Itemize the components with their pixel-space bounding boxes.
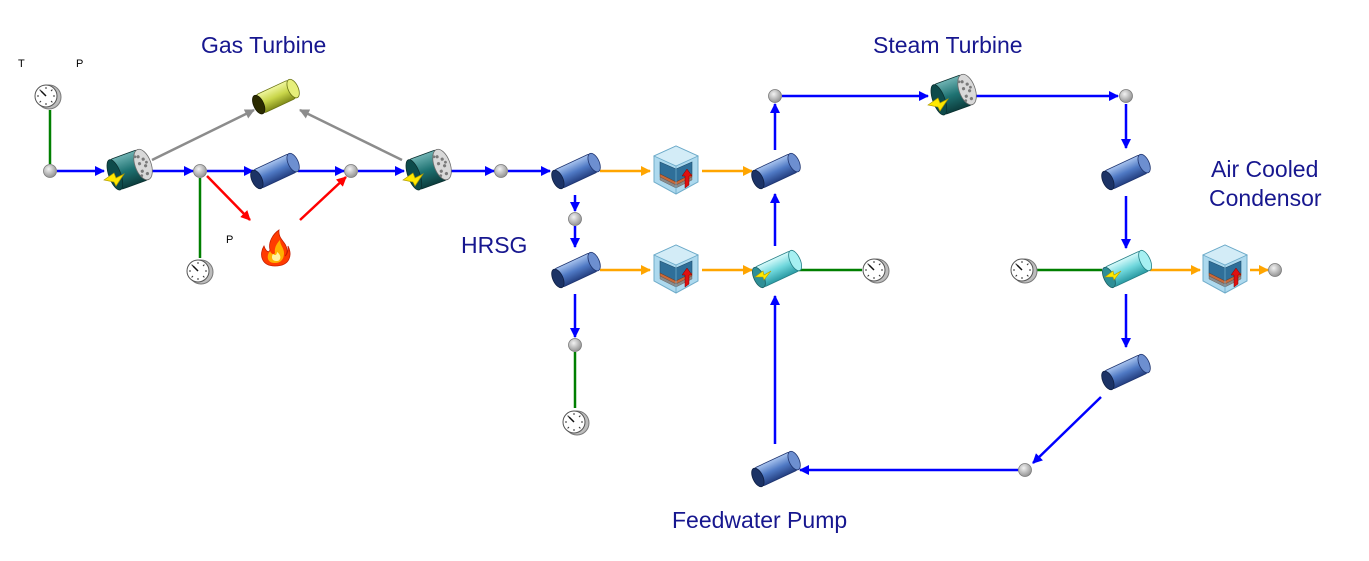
shaft-icon[interactable] — [249, 76, 303, 117]
burner-pressure-label: P — [226, 234, 233, 246]
gauge-icon[interactable] — [862, 258, 890, 284]
node-icon[interactable] — [1018, 463, 1032, 477]
pipe-icon[interactable] — [1098, 351, 1154, 393]
heat-exchanger-icon[interactable] — [653, 145, 699, 195]
node-icon[interactable] — [344, 164, 358, 178]
acc-label-line1: Air Cooled — [1211, 156, 1318, 182]
gauge-icon[interactable] — [562, 410, 590, 436]
node-icon[interactable] — [193, 164, 207, 178]
mixer-icon[interactable] — [1099, 248, 1155, 290]
pipe-icon[interactable] — [748, 150, 804, 192]
node-icon[interactable] — [1268, 263, 1282, 277]
connections — [48, 91, 1269, 475]
mixer-icon[interactable] — [749, 248, 805, 290]
heat-exchanger-icon[interactable] — [653, 244, 699, 294]
pipe-icon[interactable] — [548, 249, 604, 291]
mechanical-link — [151, 108, 255, 162]
node-icon[interactable] — [43, 164, 57, 178]
labels: Gas Turbine Steam Turbine HRSG Air Coole… — [18, 32, 1322, 533]
node-icon[interactable] — [1119, 89, 1133, 103]
fuel-line — [206, 175, 251, 221]
gauge-icon[interactable] — [1010, 258, 1038, 284]
mechanical-link — [299, 108, 403, 162]
steam-turbine-icon[interactable] — [927, 71, 981, 118]
node-icon[interactable] — [768, 89, 782, 103]
gas-turbine-label: Gas Turbine — [201, 32, 326, 58]
compressor-turbine-icon[interactable] — [103, 146, 157, 193]
feedwater-pump-icon[interactable] — [748, 448, 804, 490]
condenser-icon[interactable] — [1202, 244, 1248, 294]
pressure-label: P — [76, 58, 83, 70]
steam-turbine-label: Steam Turbine — [873, 32, 1023, 58]
node-icon[interactable] — [494, 164, 508, 178]
node-icon[interactable] — [568, 212, 582, 226]
pipe-icon[interactable] — [1098, 151, 1154, 193]
flow-line — [1032, 396, 1102, 464]
flame-icon[interactable] — [261, 229, 291, 267]
gauge-icon[interactable] — [34, 84, 62, 110]
gauge-icon[interactable] — [186, 259, 214, 285]
node-icon[interactable] — [568, 338, 582, 352]
pipe-icon[interactable] — [247, 150, 303, 192]
hrsg-label: HRSG — [461, 232, 527, 258]
temperature-label: T — [18, 58, 25, 70]
fuel-line — [299, 176, 347, 221]
components — [34, 71, 1282, 490]
pipe-icon[interactable] — [548, 150, 604, 192]
feedwater-pump-label: Feedwater Pump — [672, 507, 847, 533]
gas-turbine-icon[interactable] — [402, 146, 456, 193]
acc-label-line2: Condensor — [1209, 185, 1322, 211]
